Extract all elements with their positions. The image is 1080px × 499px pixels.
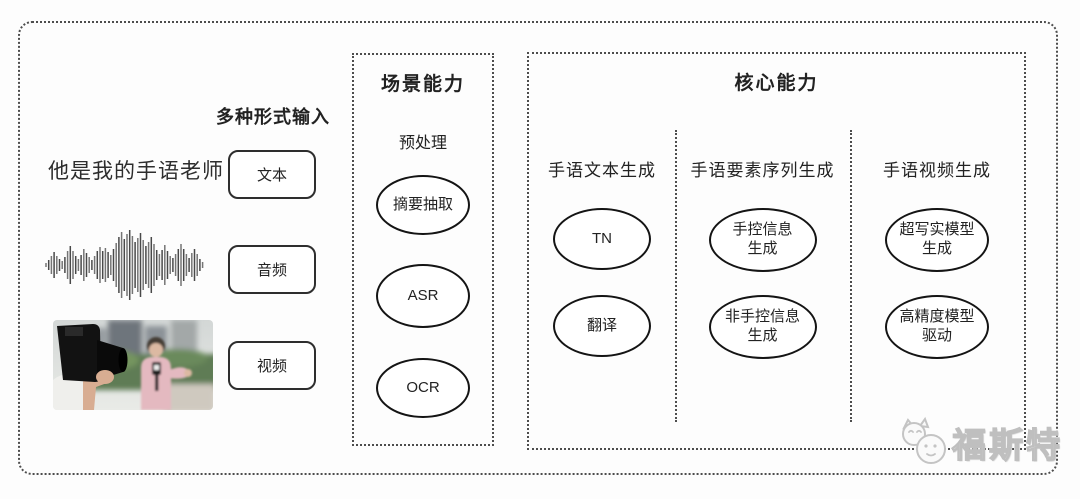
column-sign-video-generation: 手语视频生成 超写实模型 生成 高精度模型 驱动: [850, 54, 1024, 448]
input-type-video-label: 视频: [256, 358, 287, 375]
node-hyperrealistic-model-generation: 超写实模型 生成: [885, 208, 989, 272]
preprocess-label: 预处理: [398, 135, 447, 152]
input-type-audio-box: 音频: [228, 245, 316, 294]
scene-box-title: 场景能力: [380, 74, 465, 95]
input-type-video-box: 视频: [228, 341, 316, 390]
column-heading: 手语视频生成: [883, 161, 991, 180]
column-divider-1: [675, 130, 677, 422]
node-non-manual-info-generation: 非手控信息 生成: [708, 295, 817, 359]
input-section-header: 多种形式输入: [216, 107, 330, 127]
sample-sentence-text: 他是我的手语老师: [48, 160, 224, 183]
column-sign-element-sequence-generation: 手语要素序列生成 手控信息 生成 非手控信息 生成: [675, 54, 850, 448]
node-tn: TN: [553, 208, 651, 270]
input-type-text-label: 文本: [256, 167, 287, 184]
input-type-text-box: 文本: [228, 150, 316, 199]
column-heading: 手语文本生成: [548, 161, 656, 180]
node-asr: ASR: [376, 264, 470, 328]
outer-dotted-frame: [18, 21, 1058, 475]
column-sign-text-generation: 手语文本生成 TN 翻译: [529, 54, 675, 448]
watermark-text: 福斯特: [951, 426, 1063, 465]
node-manual-info-generation: 手控信息 生成: [708, 208, 817, 272]
node-translation: 翻译: [553, 295, 651, 357]
node-high-precision-model-driving: 高精度模型 驱动: [885, 295, 989, 359]
video-thumbnail-image: [53, 320, 213, 410]
node-ocr: OCR: [376, 358, 470, 418]
column-heading: 手语要素序列生成: [690, 161, 835, 180]
node-summary-extraction: 摘要抽取: [376, 175, 470, 235]
column-divider-2: [850, 130, 852, 422]
core-capability-box: 核心能力 手语文本生成 TN 翻译 手语要素序列生成 手控信息 生成 非手控信息…: [527, 52, 1026, 450]
watermark: 福斯特: [896, 416, 1063, 468]
core-box-title: 核心能力: [734, 73, 819, 94]
audio-waveform-icon: [45, 230, 204, 300]
input-type-audio-label: 音频: [256, 262, 287, 279]
scene-capability-box: 场景能力 预处理 摘要抽取 ASR OCR: [352, 53, 494, 446]
mascot-faces-logo-icon: [902, 416, 946, 464]
